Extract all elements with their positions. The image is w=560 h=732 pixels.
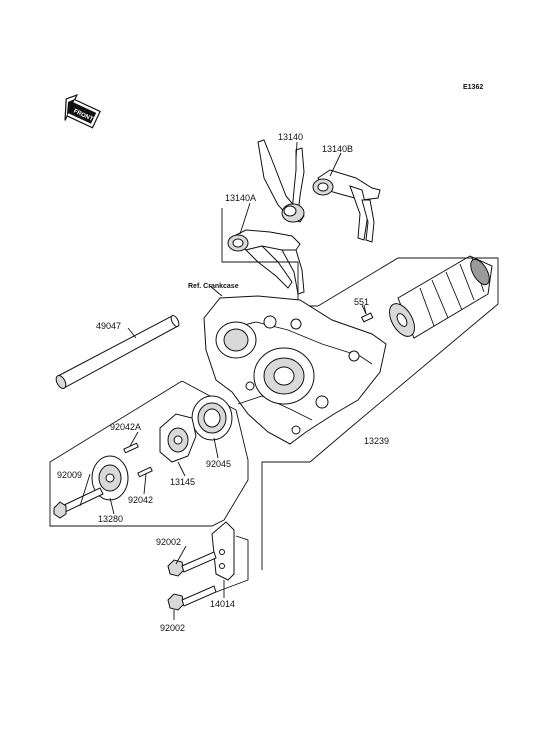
pin-92042A	[123, 442, 139, 454]
leader-lines	[79, 141, 367, 620]
label-92002-top: 92002	[156, 537, 181, 547]
label-13280: 13280	[98, 514, 123, 524]
label-13239: 13239	[364, 436, 389, 446]
label-49047: 49047	[96, 321, 121, 331]
pin-92042	[137, 466, 153, 478]
holder-14014	[211, 521, 235, 581]
ref-crankcase-label: Ref. Crankcase	[188, 283, 239, 290]
assembly-group-outline	[49, 380, 249, 527]
label-92009: 92009	[57, 470, 82, 480]
label-13145: 13145	[170, 477, 195, 487]
rotor-13145	[159, 413, 197, 463]
label-13140: 13140	[278, 132, 303, 142]
bolt-92002-top	[167, 551, 217, 577]
bolt-92002-bottom	[167, 585, 217, 611]
shift-fork-13140A	[227, 229, 305, 295]
bearing-92045	[191, 395, 233, 441]
label-92045: 92045	[206, 459, 231, 469]
diagram-code: E1362	[463, 84, 483, 91]
label-551: 551	[354, 297, 369, 307]
drum-group-bracket	[261, 257, 499, 570]
shift-drum	[389, 255, 493, 339]
shift-fork-13140B	[312, 169, 381, 243]
crankcase-reference	[203, 295, 387, 445]
label-92042A: 92042A	[110, 422, 141, 432]
label-14014: 14014	[210, 599, 235, 609]
label-92002-bottom: 92002	[160, 623, 185, 633]
shift-fork-13140	[257, 139, 305, 223]
pin-551	[360, 312, 374, 323]
label-92042: 92042	[128, 495, 153, 505]
label-13140B: 13140B	[322, 144, 353, 154]
front-arrow-icon: FRONT	[64, 94, 101, 129]
label-13140A: 13140A	[225, 193, 256, 203]
bolt-92009	[53, 487, 104, 519]
